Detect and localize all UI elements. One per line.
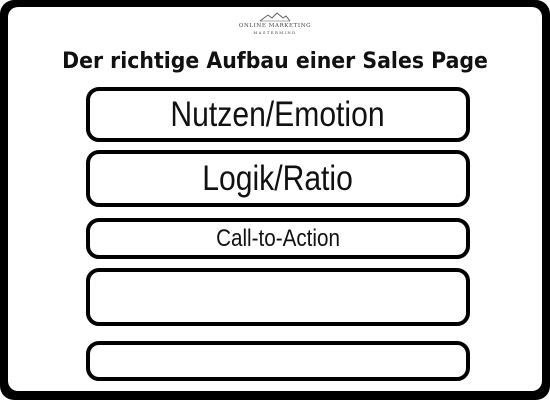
section-block-empty-2	[86, 341, 470, 381]
brand-logo: ONLINE MARKETING MASTERMIND	[0, 12, 550, 35]
section-block-empty-1	[86, 268, 470, 326]
logo-text-primary: ONLINE MARKETING	[238, 23, 312, 29]
section-block-label: Call-to-Action	[216, 224, 340, 252]
section-block-logik-ratio: Logik/Ratio	[86, 150, 470, 207]
section-block-label: Nutzen/Emotion	[170, 94, 386, 134]
section-block-call-to-action: Call-to-Action	[86, 218, 470, 259]
section-block-label: Logik/Ratio	[202, 158, 354, 198]
page-title: Der richtige Aufbau einer Sales Page	[62, 49, 488, 74]
section-block-nutzen-emotion: Nutzen/Emotion	[86, 87, 470, 142]
logo-text-secondary: MASTERMIND	[253, 30, 297, 35]
mountain-logo-icon	[259, 12, 291, 22]
